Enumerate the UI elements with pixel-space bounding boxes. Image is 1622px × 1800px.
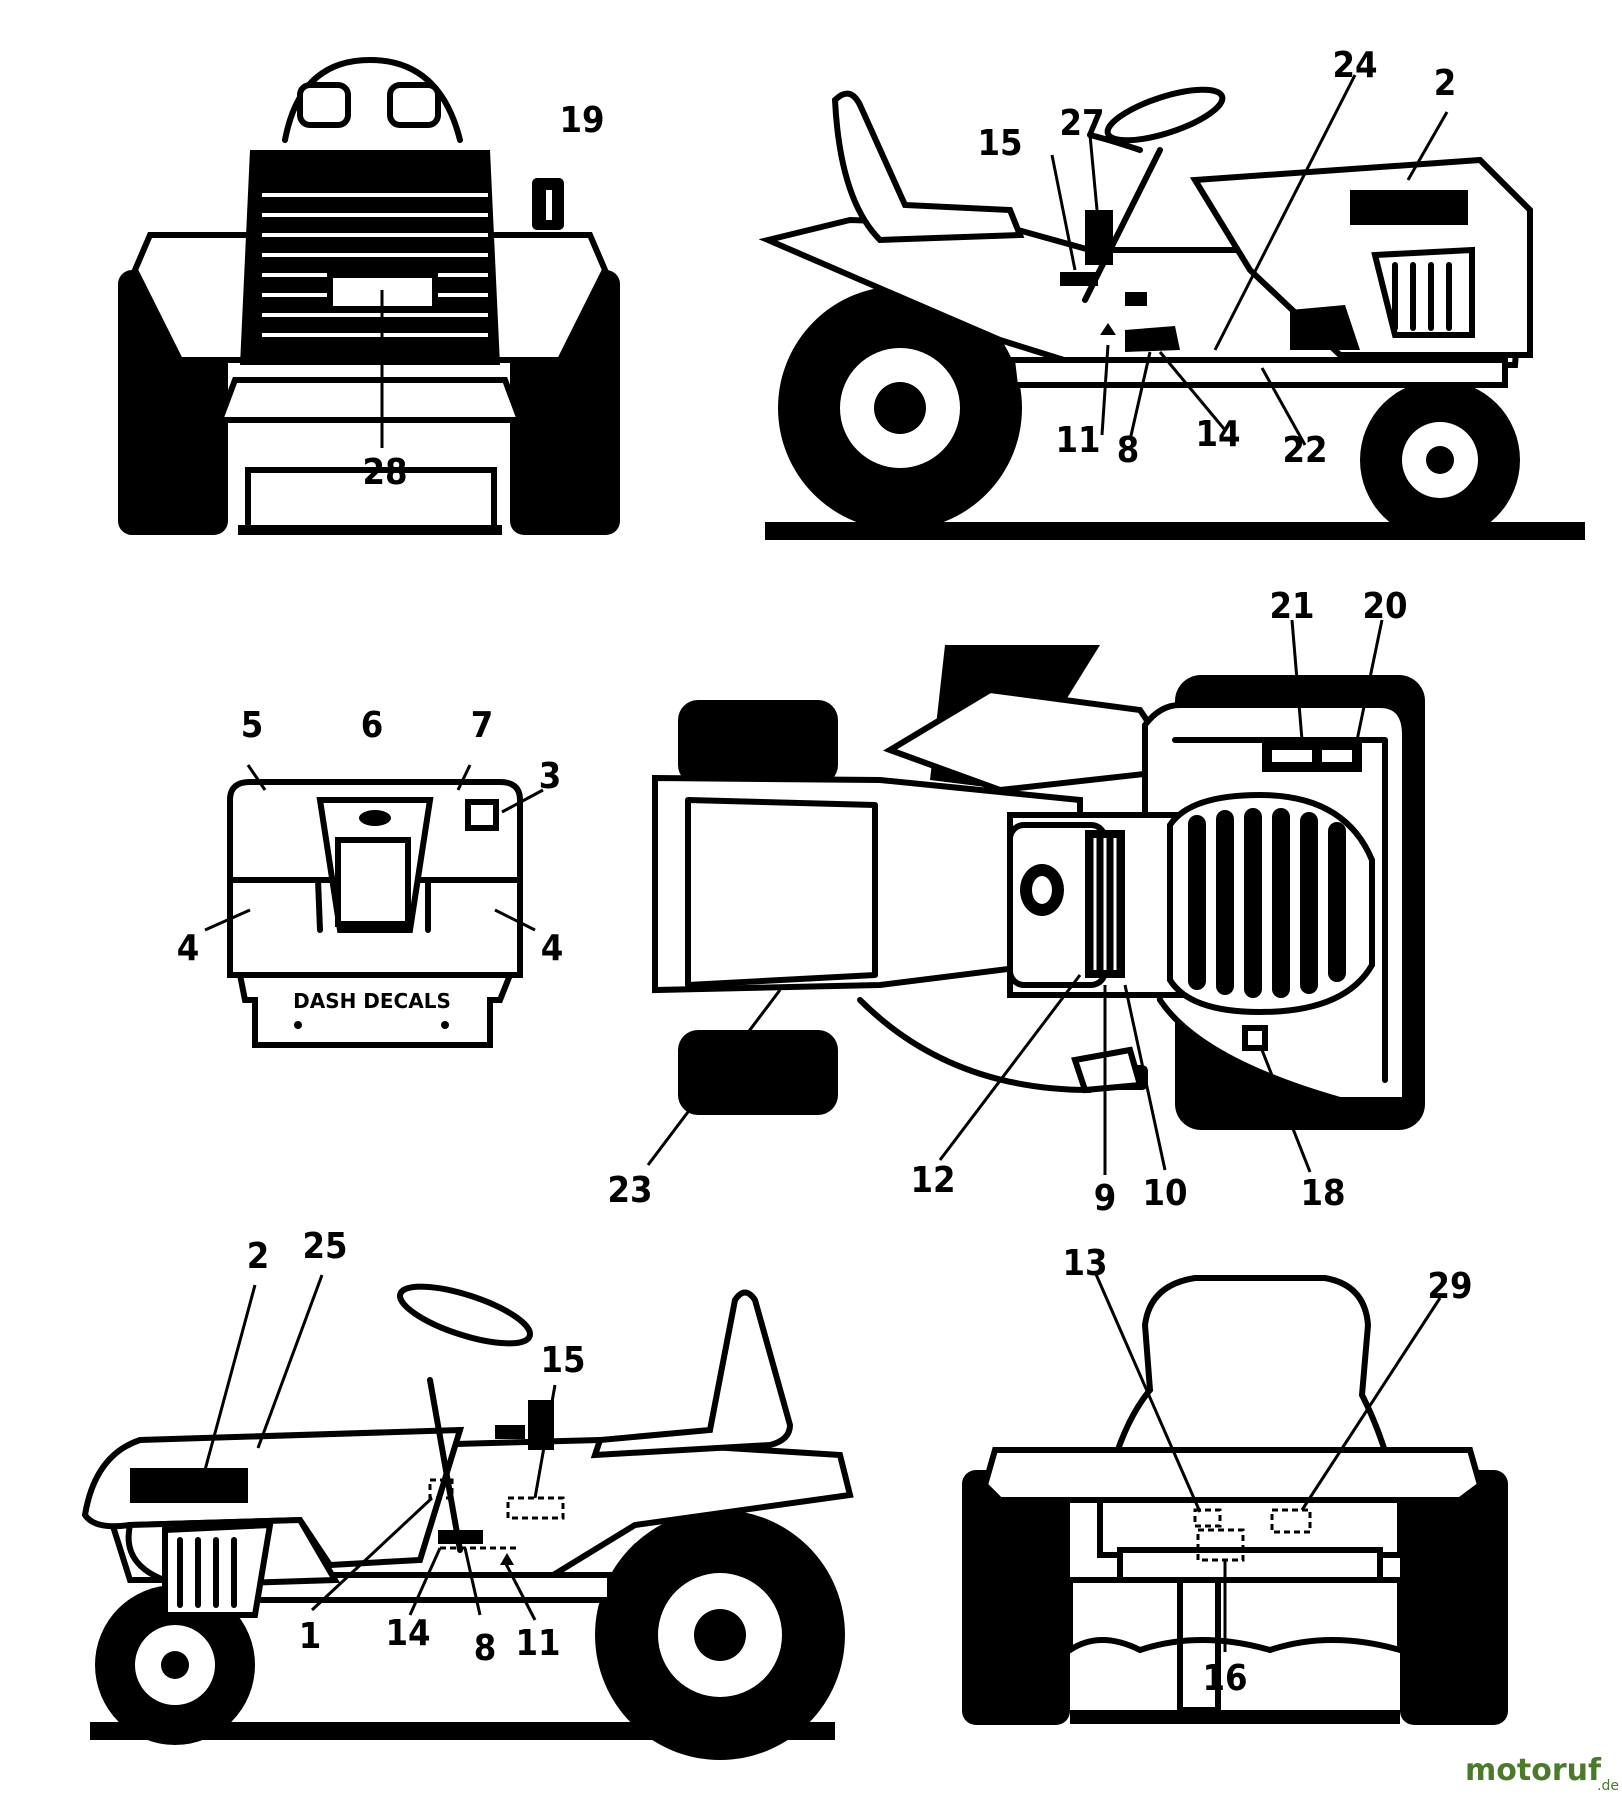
callout-28: 28: [362, 452, 407, 493]
callout-5: 5: [241, 705, 264, 746]
callout-11-left: 11: [515, 1623, 560, 1664]
callout-3: 3: [539, 756, 562, 797]
callout-6: 6: [361, 705, 384, 746]
watermark-brand: motoruf: [1465, 1753, 1602, 1788]
callout-29: 29: [1427, 1266, 1472, 1307]
dash-decals-text: DASH DECALS: [293, 989, 451, 1013]
callout-16: 16: [1202, 1658, 1247, 1699]
callout-22: 22: [1282, 430, 1327, 471]
front-view: [118, 57, 620, 535]
callout-24: 24: [1332, 45, 1377, 86]
callout-11-right: 11: [1055, 420, 1100, 461]
callout-8-left: 8: [474, 1628, 497, 1669]
top-view: [646, 619, 1425, 1175]
callout-8-right: 8: [1117, 430, 1140, 471]
callout-12: 12: [910, 1160, 955, 1201]
callout-27: 27: [1059, 103, 1104, 144]
callout-1: 1: [299, 1616, 322, 1657]
callout-21: 21: [1269, 586, 1314, 627]
callout-14-right: 14: [1195, 414, 1240, 455]
callout-15: 15: [977, 123, 1022, 164]
callout-4-right: 4: [541, 928, 564, 969]
dash-panel: [204, 764, 544, 1048]
callout-2-right: 2: [1434, 63, 1457, 104]
watermark-tld: .de: [1597, 1778, 1619, 1794]
callout-10: 10: [1142, 1173, 1187, 1214]
callout-15-left: 15: [540, 1340, 585, 1381]
callout-2-left: 2: [247, 1236, 270, 1277]
left-side-view: [81, 1274, 854, 1760]
callout-9: 9: [1094, 1178, 1117, 1219]
callout-18: 18: [1300, 1173, 1345, 1214]
callout-4-left: 4: [177, 928, 200, 969]
callout-20: 20: [1362, 586, 1407, 627]
callout-23: 23: [607, 1170, 652, 1211]
callout-14-left: 14: [385, 1613, 430, 1654]
callout-7: 7: [471, 705, 494, 746]
callout-13: 13: [1062, 1243, 1107, 1284]
callout-25: 25: [302, 1226, 347, 1267]
callout-19: 19: [559, 100, 604, 141]
rear-view: [962, 1271, 1508, 1725]
right-side-view: [758, 74, 1585, 540]
